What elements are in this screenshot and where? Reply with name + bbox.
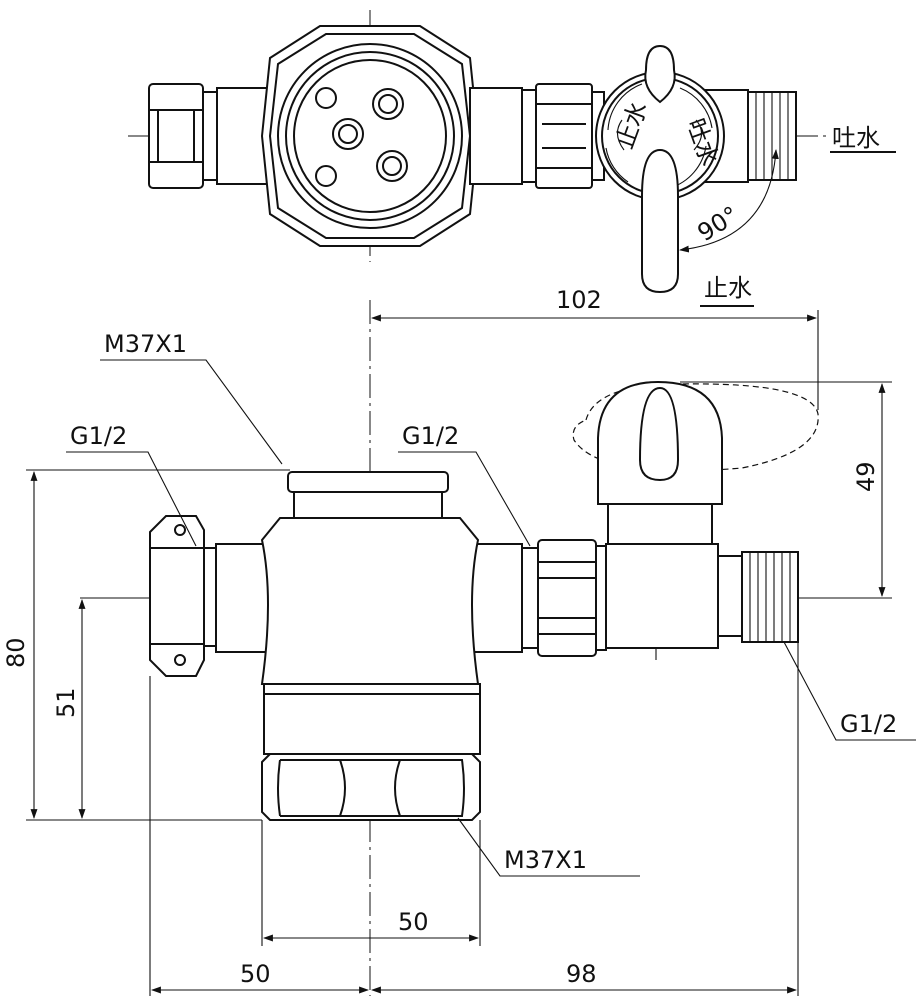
small-hole-icon: [315, 165, 337, 187]
front-view: 102 49 80 51 50 50 98 M37X1 G1/2 G1/2 G1…: [2, 286, 916, 996]
front-valve-handle: [597, 380, 723, 545]
dim-49: 49: [852, 461, 880, 492]
thread-label-right: G1/2: [840, 710, 897, 738]
leader-g12-right: [783, 641, 916, 741]
dim-50-inner: 50: [398, 908, 429, 936]
dim-102: 102: [556, 286, 602, 314]
thread-label-mid: G1/2: [402, 422, 459, 450]
angle-label: 90°: [693, 201, 744, 247]
leader-g12-left: [66, 451, 197, 547]
left-hex-nut: [148, 83, 218, 189]
top-outlet-thread: [747, 91, 797, 181]
front-left-hex-nut: [149, 515, 205, 677]
front-bottom-nut: [261, 753, 481, 821]
leader-m37-top: [100, 359, 283, 465]
front-central-body: [260, 517, 480, 685]
dim-51: 51: [52, 687, 80, 718]
leader-g12-mid: [398, 451, 531, 547]
top-view: 止水 吐水 90° 吐水 止水: [128, 10, 896, 307]
leader-m37-bottom: [457, 817, 640, 877]
top-body: [260, 25, 480, 247]
outlet-hole-icon: [372, 88, 404, 120]
thread-label-bottom: M37X1: [504, 846, 587, 874]
front-right-pipe: [468, 543, 523, 653]
front-valve-body: [605, 543, 719, 649]
front-top-cap: [287, 471, 449, 519]
front-outlet-thread: [717, 551, 799, 643]
front-hex-coupling: [521, 539, 607, 657]
shutoff-label: 止水: [704, 274, 752, 302]
top-hex-coupling: [535, 83, 605, 189]
dim-50-left: 50: [240, 960, 271, 988]
dim-98: 98: [566, 960, 597, 988]
top-right-pipe: [469, 87, 523, 185]
thread-label-left: G1/2: [70, 422, 127, 450]
handle-lever-icon: [641, 148, 679, 294]
top-valve: 止水 吐水: [595, 44, 749, 294]
rotation-90-arc: [679, 149, 779, 253]
handle-top-icon: [644, 44, 676, 104]
dim-80: 80: [2, 637, 30, 668]
outlet-label: 吐水: [832, 124, 880, 152]
thread-label-top: M37X1: [104, 330, 187, 358]
outlet-hole-icon: [332, 118, 364, 150]
outlet-hole-icon: [376, 150, 408, 182]
small-hole-icon: [315, 87, 337, 109]
front-lower-body: [263, 693, 481, 755]
